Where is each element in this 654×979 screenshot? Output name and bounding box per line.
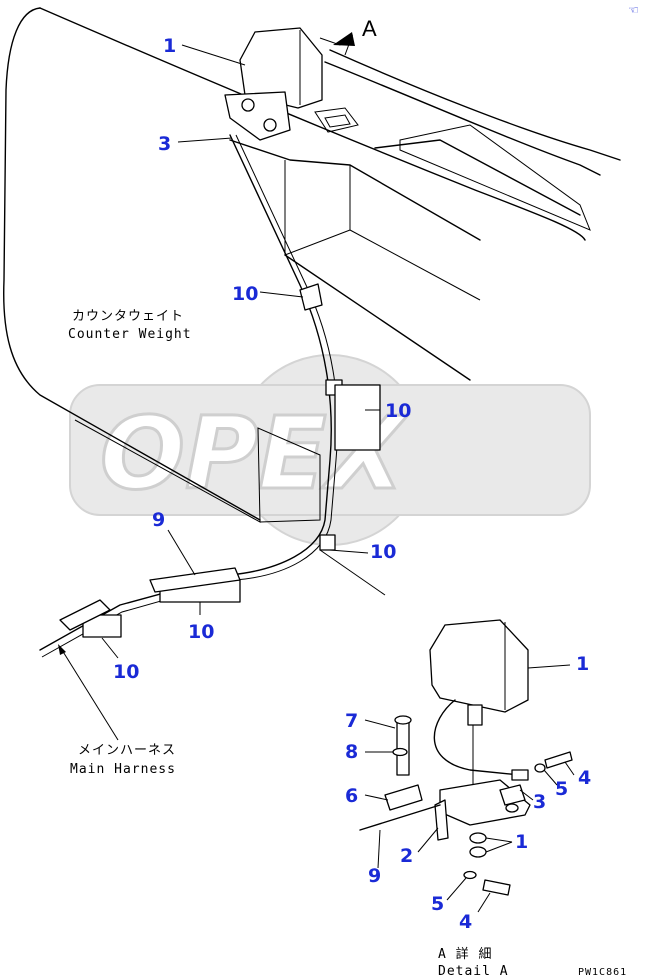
detail-lamp-stud [467, 704, 483, 726]
view-arrow-icon [333, 32, 355, 46]
harness-clip-lower [319, 534, 336, 551]
counter-weight-top-edge [39, 7, 586, 241]
lamp-nut [263, 118, 277, 132]
drawing-code: PW1C861 [578, 967, 627, 978]
callout-9-top: 9 [152, 509, 165, 531]
detail-a-drawing [359, 619, 573, 896]
counter-weight-recess [399, 124, 591, 231]
wire-harness [39, 134, 381, 658]
counter-weight-box-face [284, 160, 351, 256]
harness-connector [59, 599, 111, 631]
leader-c9-detail [377, 829, 381, 869]
leader-c6 [364, 794, 389, 801]
callout-6: 6 [345, 785, 358, 807]
leader-c3-detail [519, 789, 534, 801]
counter-weight [3, 7, 621, 596]
harness-clamp-box-1 [334, 384, 381, 451]
work-lamp-top [224, 27, 355, 141]
detail-lamp-wire [433, 699, 521, 776]
callout-3-detail: 3 [533, 791, 546, 813]
detail-bracket-tab [499, 784, 526, 806]
harness-main-run [39, 134, 332, 651]
lamp-bolt [241, 98, 255, 112]
counter-weight-lower-edge [319, 549, 386, 596]
leader-c9-top [167, 529, 196, 576]
main-harness-label-jp: メインハーネス [78, 743, 176, 758]
callout-3-top: 3 [158, 133, 171, 155]
detail-harness-9 [359, 804, 441, 831]
detail-nut-1b [469, 846, 487, 858]
counter-weight-recess-edge [374, 139, 581, 216]
callout-1-nut: 1 [515, 831, 528, 853]
callout-10-b: 10 [385, 400, 411, 422]
callout-5-bottom: 5 [431, 893, 444, 915]
detail-bolt-7-head [394, 715, 412, 725]
leader-c2 [417, 827, 439, 853]
callout-10-a: 10 [232, 283, 258, 305]
leader-c1-top [181, 44, 246, 66]
counter-weight-label-en: Counter Weight [68, 327, 192, 342]
callout-10-c: 10 [370, 541, 396, 563]
detail-clip-6 [384, 784, 423, 811]
lamp-bracket [224, 91, 291, 141]
counter-weight-box-bottom [284, 254, 471, 381]
callout-8: 8 [345, 741, 358, 763]
leader-c4-right [564, 761, 575, 776]
callout-5-right: 5 [555, 778, 568, 800]
detail-washer-8 [392, 747, 408, 757]
detail-label-jp: A 詳 細 [438, 946, 492, 962]
callout-1-top: 1 [163, 35, 176, 57]
detail-bracket-hole [505, 803, 519, 813]
leader-lines [101, 44, 575, 913]
leader-c10-a [259, 291, 304, 298]
corner-mark-icon: ☜ [628, 3, 639, 17]
main-harness-label-en: Main Harness [70, 762, 176, 777]
callout-4-right: 4 [578, 767, 591, 789]
callout-9-detail: 9 [368, 865, 381, 887]
counter-weight-plug-plate [314, 107, 359, 133]
detail-bolt-4-bottom [482, 879, 511, 896]
counter-weight-box-inner [349, 229, 481, 301]
callout-7: 7 [345, 710, 358, 732]
callouts: 1 3 10 10 10 9 10 10 1 7 8 6 4 5 3 2 1 9… [113, 35, 591, 933]
detail-bracket-leg [434, 799, 449, 841]
detail-nut-1a [469, 832, 487, 844]
counter-weight-top-rim-2 [324, 61, 601, 176]
leader-c10-e [101, 637, 119, 659]
callout-10-e: 10 [113, 661, 139, 683]
harness-main-run-2 [41, 134, 339, 658]
callout-2: 2 [400, 845, 413, 867]
callout-10-d: 10 [188, 621, 214, 643]
counter-weight-notch [74, 419, 321, 523]
main-harness-leader [61, 649, 119, 741]
leader-c10-c [329, 549, 369, 554]
leader-c4-bottom [477, 892, 491, 913]
detail-washer-5-bottom [463, 870, 477, 880]
counter-weight-outer-edge [3, 7, 261, 521]
detail-washer-5-right [534, 763, 546, 773]
harness-sleeve [149, 567, 241, 593]
harness-clamp-box-3 [82, 614, 122, 638]
detail-bolt-4-right [544, 751, 573, 769]
counter-weight-box-top [229, 139, 481, 241]
detail-wire-terminal [511, 769, 529, 781]
harness-clip-upper [299, 283, 323, 311]
leader-c1-nut [485, 837, 513, 853]
leader-c3-top [177, 137, 233, 143]
main-harness-arrow-icon [58, 644, 66, 655]
leader-c7 [364, 719, 396, 729]
counter-weight-top-rim [329, 49, 621, 161]
callout-4-bottom: 4 [459, 911, 472, 933]
detail-lamp-housing [429, 619, 529, 713]
callout-1-detail: 1 [576, 653, 589, 675]
detail-label-en: Detail A [438, 964, 509, 979]
leader-c5-right [543, 769, 558, 786]
counter-weight-plug [324, 114, 351, 128]
view-label: A [362, 16, 377, 41]
leader-c1-detail [527, 664, 571, 669]
counter-weight-label-jp: カウンタウェイト [72, 309, 184, 324]
leader-c5-bottom [446, 877, 467, 901]
